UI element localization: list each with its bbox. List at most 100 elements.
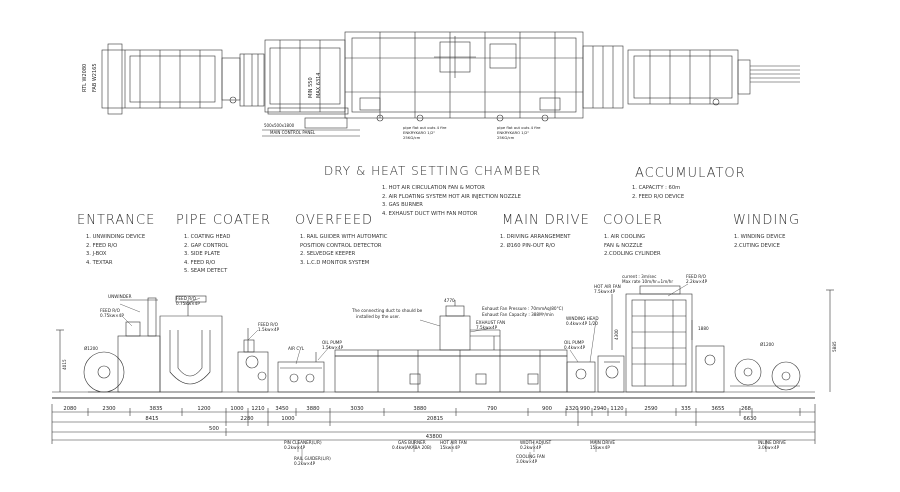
- callout-width-adjust-spec: 0.2kw×4P: [520, 445, 542, 450]
- title-main-drive: MAIN DRIVE: [502, 213, 590, 228]
- callout-cooling-fan: COOLING FAN: [516, 454, 545, 459]
- list-entrance: 1. UNWINDING DEVICE 2. FEED R/O 3. J-BOX…: [86, 233, 145, 267]
- callout-acc-current: current : 3m/sec: [622, 274, 657, 279]
- list-item: 2. SELVEDGE KEEPER: [300, 251, 356, 258]
- callout-hot-air-fan-spec: 15kw×4P: [440, 445, 460, 450]
- dimension-label: 3880: [306, 406, 319, 412]
- pipe-note-1b: ENKRYKARO 1/2": [403, 130, 435, 135]
- dimension-label: 3030: [350, 406, 363, 412]
- list-cooler: 1. AIR COOLING FAN & NOZZLE 2.COOLING CY…: [604, 233, 661, 259]
- list-item: 1. RAIL GUIDER WITH AUTOMATIC: [300, 234, 388, 240]
- dimension-label: 3880: [413, 406, 426, 412]
- dimension-label: 790: [487, 406, 497, 412]
- callout-oil-pump-2-spec: 0.4kw×4P: [564, 345, 586, 350]
- callout-duct-note-1: The connecting duct to should be: [351, 308, 423, 313]
- diameter-left: Ø1200: [84, 346, 98, 351]
- list-pipe-coater: 1. COATING HEAD 2. GAP CONTROL 3. SIDE P…: [184, 233, 230, 276]
- diameter-right: Ø1200: [760, 342, 774, 347]
- list-item: 1. AIR COOLING: [604, 234, 646, 240]
- callout-inline-drive: INLINE DRIVE: [758, 440, 786, 445]
- title-entrance: ENTRANCE: [77, 213, 156, 228]
- callout-acc-current-2: Max rate 10m/hr=1m/hr: [622, 279, 673, 284]
- callout-exhaust-fan-spec: 7.5kw×4P: [476, 325, 498, 330]
- list-item: 2. FEED R/O: [86, 242, 118, 249]
- list-item: 1. DRIVING ARRANGEMENT: [500, 234, 571, 240]
- callout-oil-pump-spec: 1.5kw×4P: [322, 345, 344, 350]
- title-dry-heat: DRY & HEAT SETTING CHAMBER: [324, 164, 542, 178]
- callout-gas-burner-spec: 0.4kw(AKABA 20B): [392, 445, 432, 450]
- callout-hot-air-top: HOT AIR FAN: [594, 284, 621, 289]
- top-width-label-1: RTL W2080: [82, 64, 88, 92]
- dimension-label: 2300: [102, 406, 115, 412]
- callout-exhaust-fan: EXHAUST FAN: [476, 320, 505, 325]
- callout-feed-ro-right: FEED R/O: [686, 274, 707, 279]
- callout-feed-ro-mid-spec: 1.5kw×4P: [258, 327, 280, 332]
- list-item: 2. FEED R/O DEVICE: [632, 193, 685, 200]
- dimension-label: 1000: [281, 416, 294, 422]
- list-dry-heat: 1. HOT AIR CIRCULATION FAN & MOTOR 2. AI…: [382, 184, 521, 218]
- dimension-label: 2940: [593, 406, 606, 412]
- callout-exhaust-capacity: Exhaust Fan Capacity : 388M³/min: [482, 312, 554, 317]
- list-item: 3. J-BOX: [86, 251, 107, 258]
- dimension-total: 43800: [426, 434, 443, 440]
- side-view: [52, 285, 834, 399]
- pipe-note-1c: 25KG/cm: [403, 135, 421, 140]
- main-control-panel-label: MAIN CONTROL PANEL: [270, 130, 316, 135]
- callout-unwinder: UNWINDER: [108, 294, 132, 299]
- callout-leaders: [119, 283, 767, 462]
- callout-feed-ro-mid: FEED R/O: [258, 322, 279, 327]
- callout-gas-burner: GAS BURNER: [398, 440, 426, 445]
- callout-feed-ro-left: FEED R/O: [100, 308, 121, 313]
- dimension-label: 990: [580, 406, 590, 412]
- list-item: 1. WINDING DEVICE: [734, 234, 786, 240]
- dimension-label: 20815: [427, 416, 444, 422]
- callout-duct-note-2: installed by the user.: [356, 314, 400, 319]
- callout-main-drive: MAIN DRIVE: [590, 440, 615, 445]
- callout-oil-pump: OIL PUMP: [322, 340, 342, 345]
- list-item: 1. COATING HEAD: [184, 234, 231, 240]
- list-item: 3. L.C.D MONITOR SYSTEM: [300, 259, 370, 266]
- pipe-note-2a: pipe flat out outs 4 fire: [497, 125, 541, 130]
- pipe-note-2c: 25KG/cm: [497, 135, 515, 140]
- callout-rail-guider: RAIL GUIDER(L/R): [294, 456, 331, 461]
- list-accumulator: 1. CAPACITY : 60m 2. FEED R/O DEVICE: [632, 184, 684, 201]
- top-mid-label-1: MIN 550: [308, 77, 314, 98]
- height-left: 4015: [62, 359, 67, 370]
- list-item: FAN & NOZZLE: [604, 242, 643, 249]
- callout-feed-ro-top-spec: 0.75kw×4P: [176, 301, 200, 306]
- callout-exhaust-pressure: Exhaust Fan Pressure : 70mmAq(80°C): [482, 306, 564, 311]
- dimension-label: 900: [542, 406, 552, 412]
- dimension-label: 1000: [230, 406, 243, 412]
- dimension-label: 3655: [711, 406, 724, 412]
- callout-pin-cleaner-spec: 0.2kw×4P: [284, 445, 306, 450]
- callout-air-cyl: AIR CYL: [288, 346, 305, 351]
- list-item: 3. GAS BURNER: [382, 202, 423, 209]
- callout-pin-cleaner: PIN CLEANER(L/R): [284, 440, 322, 445]
- list-item: POSITION CONTROL DETECTOR: [300, 242, 382, 249]
- dimension-label: 1210: [251, 406, 264, 412]
- list-item: 1. UNWINDING DEVICE: [86, 234, 146, 240]
- dimension-500: 500: [209, 426, 219, 432]
- callout-oil-pump-2: OIL PUMP: [564, 340, 584, 345]
- list-item: 4. FEED R/O: [184, 259, 216, 266]
- list-item: 2.COOLING CYLINDER: [604, 251, 661, 258]
- dimension-label: 8415: [145, 416, 158, 422]
- panel-size-label: 500x500x1800: [264, 123, 295, 128]
- title-winding: WINDING: [733, 213, 801, 228]
- callout-hot-air-fan: HOT AIR FAN: [440, 440, 467, 445]
- title-accumulator: ACCUMULATOR: [635, 166, 746, 181]
- title-cooler: COOLER: [603, 213, 664, 228]
- dimension-label: 3835: [149, 406, 162, 412]
- dimension-label: 2080: [63, 406, 76, 412]
- top-view: [101, 31, 800, 137]
- title-overfeed: OVERFEED: [295, 213, 374, 228]
- callout-feed-ro-right-spec: 2.2kw×4P: [686, 279, 708, 284]
- dimension-label: 2280: [240, 416, 253, 422]
- callout-winding-head: WINDING HEAD: [566, 316, 599, 321]
- top-mid-label-2: MAX 6314: [316, 73, 322, 98]
- list-item: 2. Ø160 PIN-OUT R/O: [500, 242, 555, 249]
- callout-feed-ro-top: FEED R/O: [176, 296, 197, 301]
